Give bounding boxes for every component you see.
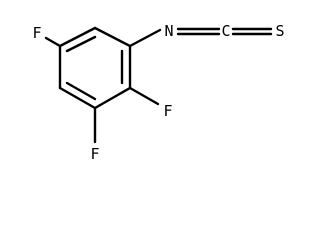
bond-c-n	[128, 28, 162, 48]
ring-bond-top-right	[93, 26, 132, 48]
molecule-structure: F N C S F F	[32, 22, 284, 163]
ring-bond-bottom-left-inner	[65, 81, 97, 101]
ring-bond-top-left-inner	[65, 35, 97, 53]
atom-label-n: N	[164, 22, 173, 40]
atom-label-f-left: F	[32, 24, 41, 42]
atom-label-c: C	[221, 22, 230, 40]
ring-bond-top-left	[58, 26, 97, 48]
atom-label-s: S	[275, 22, 284, 40]
benzene-ring	[58, 26, 132, 110]
atom-label-f-right: F	[163, 102, 172, 120]
ring-bond-bottom-right	[93, 86, 132, 110]
bond-c-f-left	[44, 36, 62, 48]
bond-c-f-right	[128, 86, 160, 106]
atom-label-f-bottom: F	[90, 145, 99, 163]
ring-bond-bottom-left	[58, 86, 97, 110]
